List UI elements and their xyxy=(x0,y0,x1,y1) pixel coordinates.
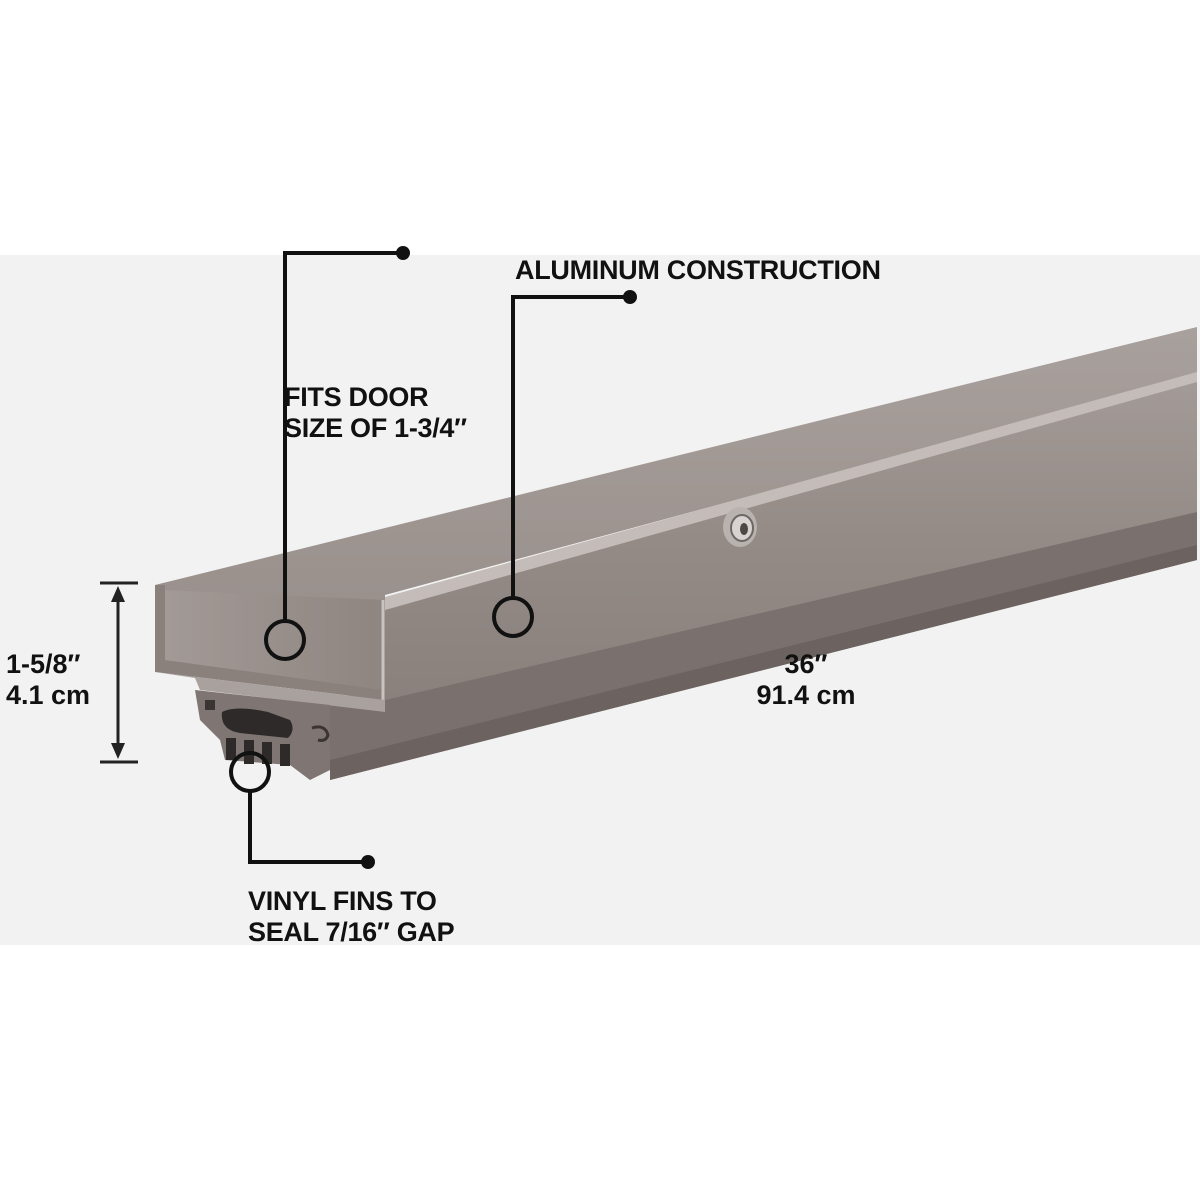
vinyl-fin-insert xyxy=(195,690,330,780)
channel-bottom-edge xyxy=(155,672,385,712)
base-plate xyxy=(330,505,1197,780)
length-imperial: 36″ xyxy=(784,649,828,679)
door-size-callout-dot xyxy=(396,246,410,260)
front-wall-lip xyxy=(385,372,1197,610)
length-metric: 91.4 cm xyxy=(756,680,856,710)
height-metric: 4.1 cm xyxy=(6,680,91,710)
channel-end-face xyxy=(155,585,385,700)
door-size-label: FITS DOOR SIZE OF 1-3/4″ xyxy=(284,382,467,444)
door-size-label-line1: FITS DOOR xyxy=(284,382,429,412)
channel-inner-floor xyxy=(165,590,385,690)
callout-dots xyxy=(361,246,637,869)
channel-front-wall xyxy=(385,375,1197,700)
aluminum-label-line1: ALUMINUM CONSTRUCTION xyxy=(515,255,881,285)
aluminum-callout-dot xyxy=(623,290,637,304)
arrow-down-icon xyxy=(111,743,125,759)
callout-lines xyxy=(229,251,628,864)
screw-icon xyxy=(723,507,757,547)
vinyl-label-line2: SEAL 7/16″ GAP xyxy=(248,917,455,947)
height-dimension-marker xyxy=(100,581,138,764)
channel-back-wall xyxy=(155,327,1197,690)
vinyl-callout-dot xyxy=(361,855,375,869)
vinyl-label-line1: VINYL FINS TO xyxy=(248,886,437,916)
height-dimension-label: 1-5/8″ 4.1 cm xyxy=(6,649,90,711)
height-imperial: 1-5/8″ xyxy=(6,649,81,679)
arrow-up-icon xyxy=(111,586,125,602)
door-size-label-line2: SIZE OF 1-3/4″ xyxy=(284,413,467,443)
length-dimension-label: 36″ 91.4 cm xyxy=(736,649,876,711)
aluminum-construction-label: ALUMINUM CONSTRUCTION xyxy=(515,255,881,286)
vinyl-fins-label: VINYL FINS TO SEAL 7/16″ GAP xyxy=(248,886,455,948)
